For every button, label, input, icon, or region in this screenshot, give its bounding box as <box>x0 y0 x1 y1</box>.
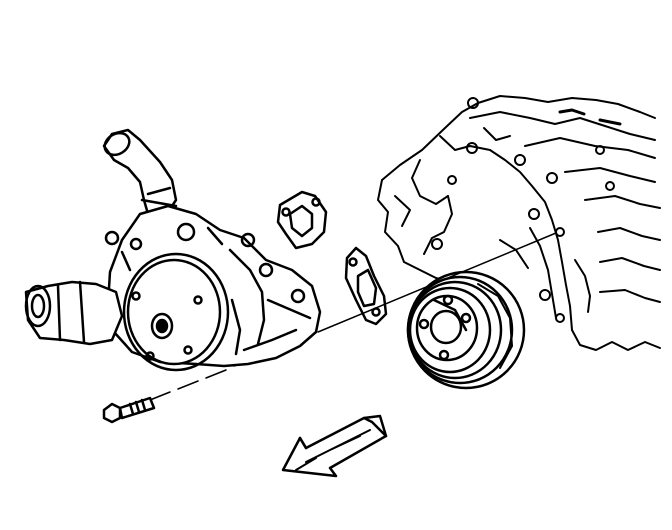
gasket-right <box>344 246 388 326</box>
engine-block <box>377 95 661 351</box>
mounting-bolt <box>102 396 156 424</box>
water-pump <box>24 128 322 372</box>
direction-arrow <box>281 414 388 478</box>
gasket-left <box>276 190 328 250</box>
crankshaft-pulley <box>406 270 526 390</box>
alignment-lines <box>149 232 557 401</box>
